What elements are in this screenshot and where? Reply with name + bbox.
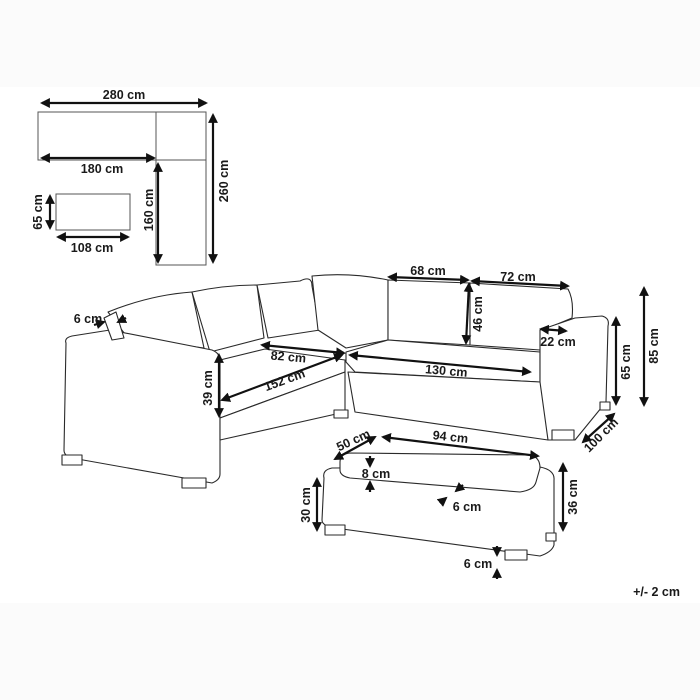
sofa-leg — [333, 409, 349, 419]
dim-arrow-100 — [581, 412, 616, 444]
label-right-seat-width: 130 cm — [425, 362, 468, 380]
back-cushion-corner-1 — [256, 278, 321, 339]
label-left-section: 180 cm — [81, 162, 123, 176]
ottoman-leg — [324, 524, 346, 536]
back-cushion-corner-2 — [311, 274, 389, 349]
label-ottoman-depth: 65 cm — [31, 194, 45, 229]
ottoman-illustration: 50 cm 94 cm 8 cm 6 cm 30 cm 36 cm 6 cm — [299, 427, 580, 579]
dim-arrow-72 — [470, 276, 570, 291]
dim-arrow-50 — [333, 436, 377, 460]
sofa-leg — [181, 477, 207, 489]
plan-corner-section — [155, 111, 207, 161]
sofa-leg — [551, 429, 575, 441]
tolerance-note: +/- 2 cm — [633, 585, 680, 599]
plan-right-section — [155, 159, 207, 266]
left-armrest — [63, 329, 221, 484]
label-ottoman-width: 108 cm — [71, 241, 113, 255]
ottoman-leg — [504, 549, 528, 561]
label-ottoman-cushion-thickness: 8 cm — [362, 467, 391, 481]
dim-arrow-6cm-rim-b — [436, 496, 448, 507]
label-ottoman-rim: 6 cm — [453, 500, 482, 514]
dim-arrow-22 — [539, 324, 568, 336]
sofa-leg — [61, 454, 83, 466]
dim-arrow-94 — [381, 433, 540, 460]
label-armrest-width: 22 cm — [540, 335, 575, 349]
label-back-cushion-width-1: 68 cm — [410, 264, 445, 278]
dim-arrow-6cm-back-left — [93, 319, 106, 330]
dim-arrow-82 — [260, 340, 346, 358]
label-back-cushion-width-2: 72 cm — [500, 270, 535, 284]
floor-plan: 280 cm 180 cm 260 cm 160 cm 65 cm 108 cm — [31, 88, 231, 266]
label-back-cushion-height: 46 cm — [471, 296, 485, 331]
dim-arrow-6cm-back-right — [116, 314, 128, 323]
dim-arrow-130 — [348, 350, 532, 377]
label-overall-depth: 260 cm — [217, 160, 231, 202]
sofa-illustration: 6 cm 82 cm 152 cm 39 cm 68 cm 72 cm 46 c… — [61, 264, 661, 489]
ottoman-leg — [545, 532, 557, 542]
label-seat-height: 39 cm — [201, 370, 215, 405]
plan-ottoman — [55, 193, 131, 231]
back-cushion-edge — [103, 311, 125, 341]
label-arm-height: 65 cm — [619, 344, 633, 379]
label-right-section: 160 cm — [142, 189, 156, 231]
plan-left-section — [37, 111, 157, 161]
dim-arrow-6cm-rim-a — [454, 482, 466, 493]
dim-arrow-46 — [461, 282, 474, 345]
back-cushion-right-1 — [387, 279, 471, 346]
label-total-height: 85 cm — [647, 328, 661, 363]
sofa-leg — [599, 401, 611, 411]
dim-arrow-68 — [387, 272, 470, 285]
dim-arrow-152 — [220, 353, 344, 402]
label-back-cushion-thickness: 6 cm — [74, 312, 103, 326]
back-cushion-left-2 — [191, 284, 265, 353]
label-ottoman-cushion-width: 94 cm — [432, 428, 469, 446]
label-ottoman-total-height: 36 cm — [566, 479, 580, 514]
label-ottoman-leg-height: 6 cm — [464, 557, 493, 571]
label-ottoman-frame-height: 30 cm — [299, 487, 313, 522]
label-overall-width: 280 cm — [103, 88, 145, 102]
